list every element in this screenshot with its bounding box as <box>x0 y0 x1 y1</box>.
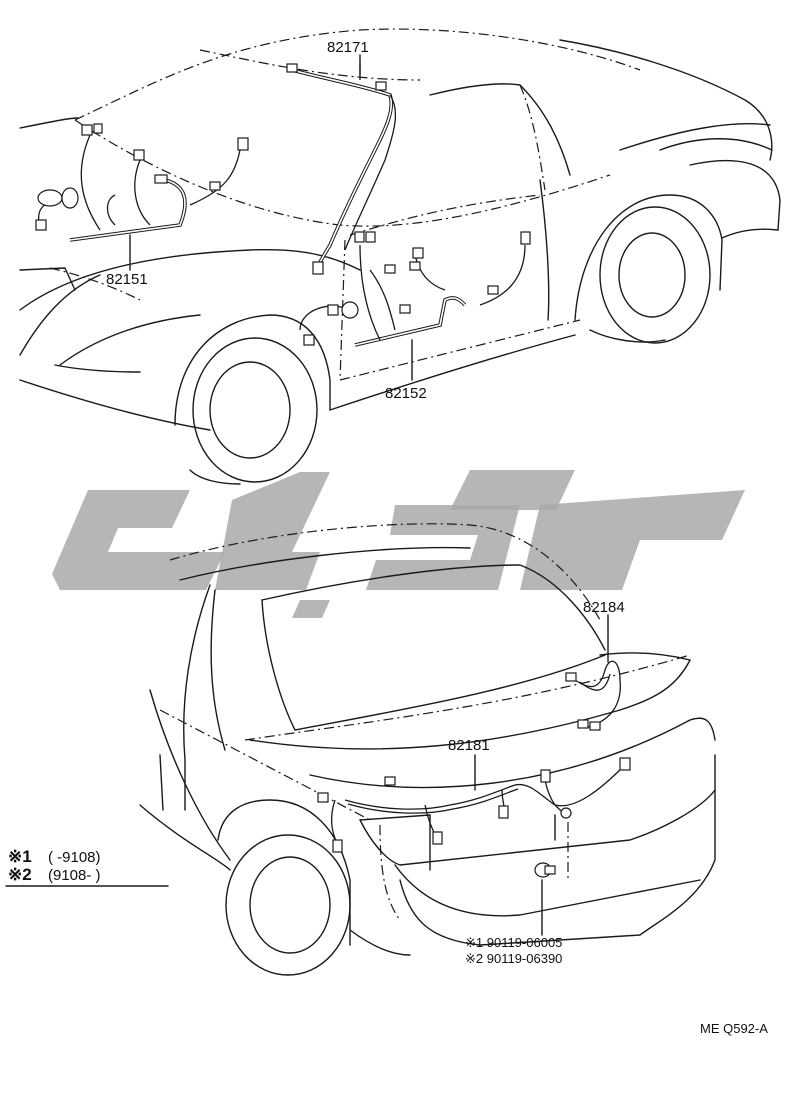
harness-82181 <box>317 754 631 853</box>
top-car-body <box>19 28 781 485</box>
legend: ※1 ( -9108) ※2 (9108- ) <box>5 847 169 887</box>
part-label-82171: 82171 <box>327 39 369 56</box>
part-label-82151: 82151 <box>106 271 148 288</box>
bolt <box>534 822 569 936</box>
legend-range-1: ( -9108) <box>48 849 101 866</box>
part-label-82152: 82152 <box>385 385 427 402</box>
part-label-82184: 82184 <box>583 599 625 616</box>
harness-82171 <box>286 54 397 275</box>
harness-82184 <box>565 614 621 731</box>
legend-mark-1: ※1 <box>8 847 32 866</box>
harness-82151 <box>35 123 249 271</box>
watermark <box>52 470 745 618</box>
part-label-82181: 82181 <box>448 737 490 754</box>
bolt-label-2: ※2 90119-06390 <box>465 951 562 966</box>
figure-code: ME Q592-A <box>700 1021 768 1036</box>
bolt-label-1: ※1 90119-06005 <box>465 935 562 950</box>
harness-82152 <box>299 231 531 381</box>
legend-range-2: (9108- ) <box>48 867 101 884</box>
bottom-car-body <box>139 523 716 976</box>
legend-mark-2: ※2 <box>8 865 32 884</box>
